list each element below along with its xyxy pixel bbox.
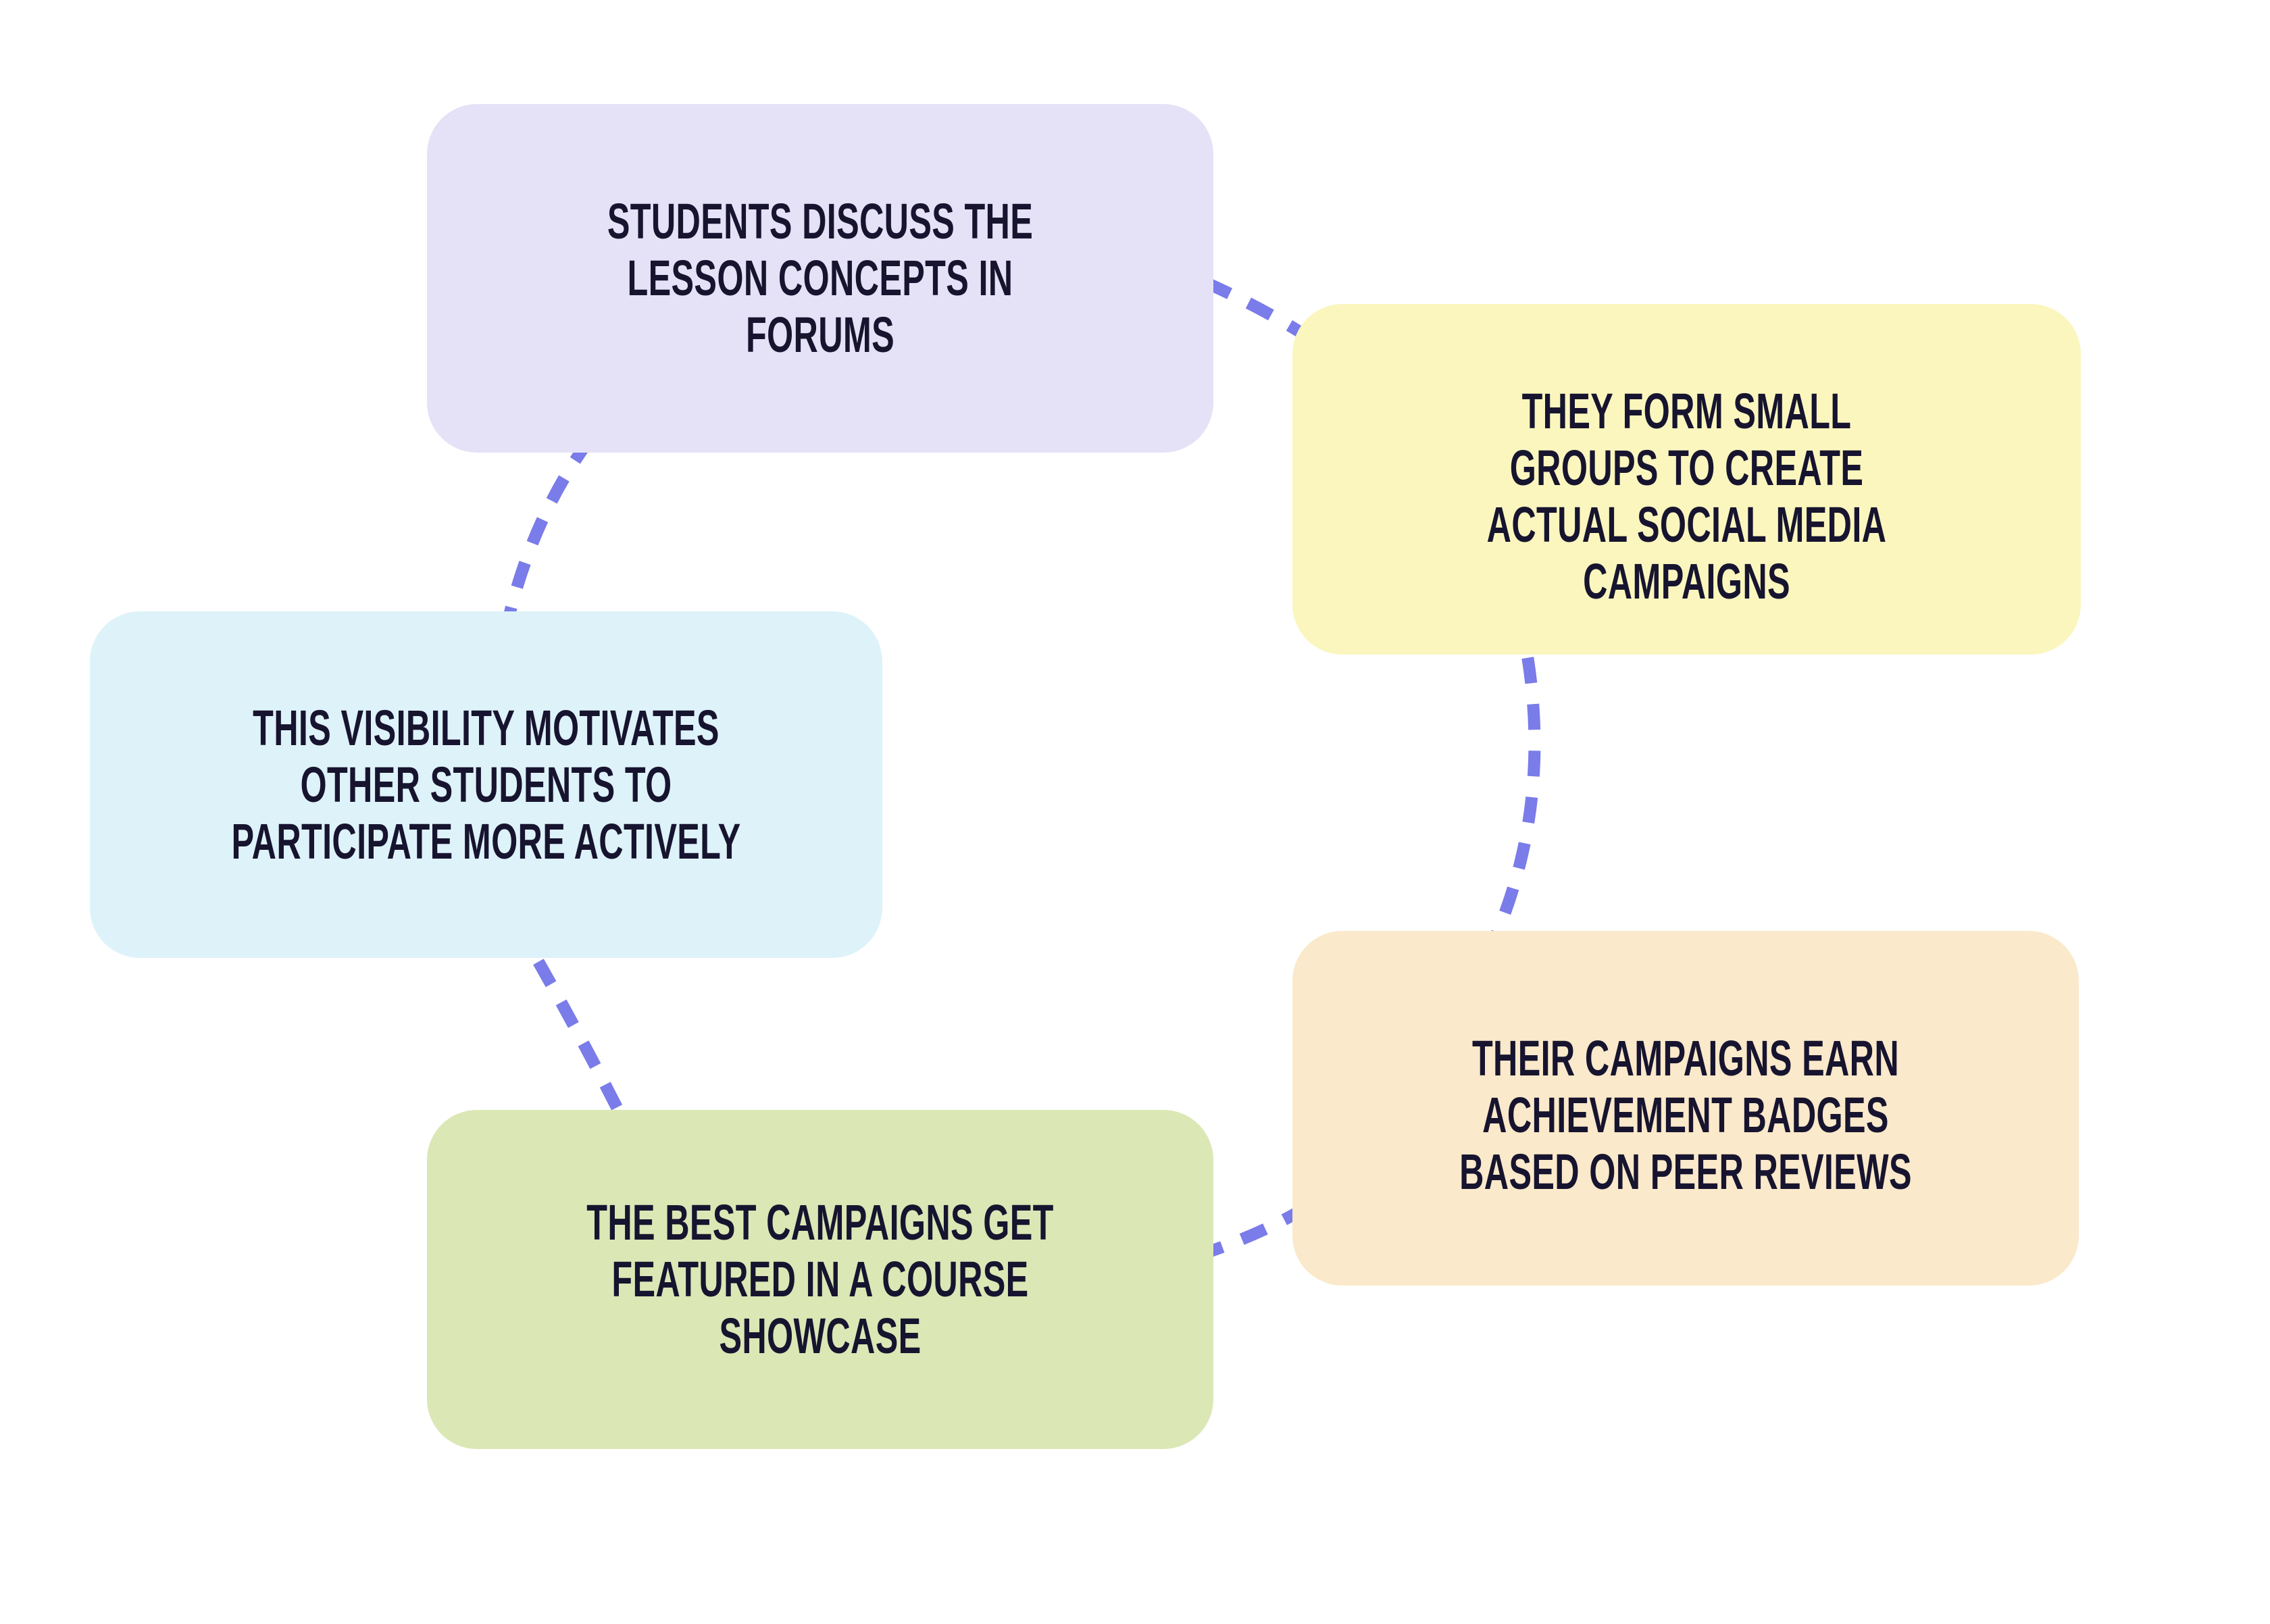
node-text-line: BASED ON PEER REVIEWS [1459,1143,1912,1200]
node-text-line: THEIR CAMPAIGNS EARN [1471,1030,1900,1086]
node-text-line: STUDENTS DISCUSS THE [607,193,1034,249]
node-text-line: THEY FORM SMALL [1521,382,1852,439]
node-text-line: GROUPS TO CREATE [1509,439,1864,496]
node-text-line: PARTICIPATE MORE ACTIVELY [231,813,741,869]
node-text-line: ACHIEVEMENT BADGES [1482,1086,1889,1143]
node-text-line: THE BEST CAMPAIGNS GET [586,1194,1054,1250]
node-text-line: LESSON CONCEPTS IN [627,250,1013,306]
node-text-line: THIS VISIBILITY MOTIVATES [253,699,720,756]
node-text-line: ACTUAL SOCIAL MEDIA [1486,496,1887,553]
node-text-line: CAMPAIGNS [1583,553,1790,609]
node-text-line: FORUMS [745,307,895,363]
node-text-line: OTHER STUDENTS TO [300,756,672,813]
arrow-dashed-line [1486,610,1541,948]
node-text-line: SHOWCASE [719,1308,922,1364]
node-text-line: FEATURED IN A COURSE [611,1251,1029,1307]
